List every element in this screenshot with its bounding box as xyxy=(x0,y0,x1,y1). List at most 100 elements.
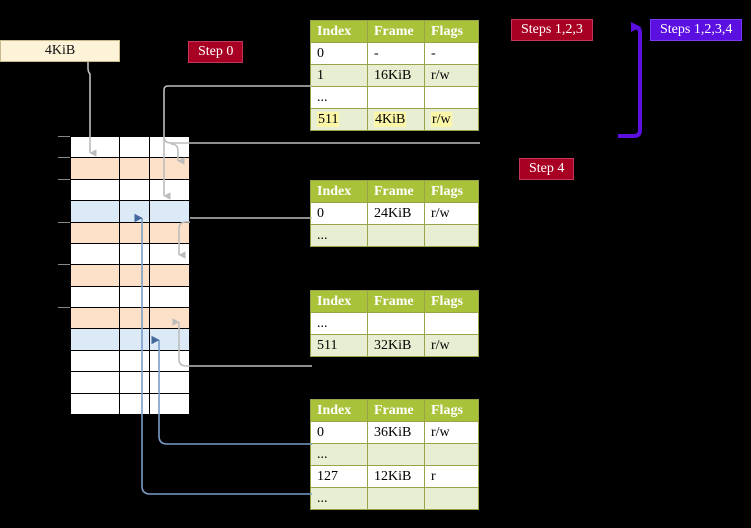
cell-flags: r xyxy=(424,465,479,488)
cell-flags xyxy=(424,443,479,466)
memory-grid-tick xyxy=(58,264,70,266)
badge-step-0-label: Step 0 xyxy=(198,44,234,59)
cell-index: ... xyxy=(310,224,368,247)
memory-frame-row xyxy=(70,178,190,202)
memory-frame-row xyxy=(70,307,190,330)
badge-steps-123: Steps 1,2,3 xyxy=(511,19,593,42)
cell-flags xyxy=(424,86,479,109)
cell-index: ... xyxy=(310,487,368,510)
table-row: ... xyxy=(310,312,479,335)
table-row: 511 4KiB r/w xyxy=(310,108,479,131)
highlighted-value: r/w xyxy=(431,111,452,127)
cell-flags: r/w xyxy=(424,202,479,225)
memory-grid-tick xyxy=(58,157,70,159)
table-row: 0-- xyxy=(310,42,479,65)
memory-size-label: 4KiB xyxy=(44,43,76,58)
cell-flags xyxy=(424,224,479,247)
cell-frame: 4KiB xyxy=(367,108,425,131)
cell-index: 511 xyxy=(310,334,368,357)
cell-index: 127 xyxy=(310,465,368,488)
column-header-flags: Flags xyxy=(424,20,479,43)
badge-step-0: Step 0 xyxy=(188,41,244,64)
cell-flags: r/w xyxy=(424,334,479,357)
memory-grid-tick xyxy=(58,136,70,137)
cell-frame xyxy=(367,487,425,510)
cell-index: 1 xyxy=(310,64,368,87)
cell-index: 511 xyxy=(310,108,368,131)
cell-frame xyxy=(367,443,425,466)
column-header-frame: Frame xyxy=(367,180,425,203)
memory-size-box: 4KiB xyxy=(0,40,120,62)
cell-index: ... xyxy=(310,312,368,335)
cell-index: 0 xyxy=(310,202,368,225)
memory-frame-row xyxy=(70,392,190,415)
column-header-index: Index xyxy=(310,20,368,43)
memory-frame-row xyxy=(70,221,190,244)
wire-pd-511-to-grid xyxy=(172,318,312,367)
memory-frame-row xyxy=(70,371,190,394)
cell-flags xyxy=(424,312,479,335)
memory-grid-tick xyxy=(58,221,70,223)
column-header-flags: Flags xyxy=(424,399,479,422)
badge-steps-1234: Steps 1,2,3,4 xyxy=(650,19,743,42)
cell-flags: r/w xyxy=(424,64,479,87)
table-row: ... xyxy=(310,487,479,510)
badge-step-4: Step 4 xyxy=(519,158,575,181)
column-header-flags: Flags xyxy=(424,180,479,203)
memory-grid-separator xyxy=(149,136,150,414)
table-row: ... xyxy=(310,86,479,109)
highlighted-value: 511 xyxy=(317,111,340,127)
cell-index: 0 xyxy=(310,421,368,444)
memory-frame-row xyxy=(70,242,190,266)
cell-frame xyxy=(367,224,425,247)
badge-step-4-label: Step 4 xyxy=(529,161,565,176)
cell-flags: - xyxy=(424,42,479,65)
column-header-frame: Frame xyxy=(367,20,425,43)
wire-purple-hook xyxy=(618,22,642,138)
cell-frame: 36KiB xyxy=(367,421,425,444)
cell-index: 0 xyxy=(310,42,368,65)
memory-grid-tick xyxy=(58,307,70,309)
badge-steps-123-label: Steps 1,2,3 xyxy=(521,22,583,37)
column-header-index: Index xyxy=(310,290,368,313)
physical-memory-grid xyxy=(70,136,190,415)
cell-flags xyxy=(424,487,479,510)
column-header-index: Index xyxy=(310,180,368,203)
cell-frame xyxy=(367,312,425,335)
cell-index: ... xyxy=(310,86,368,109)
memory-frame-row xyxy=(70,349,190,373)
memory-grid-separator xyxy=(119,136,120,414)
column-header-flags: Flags xyxy=(424,290,479,313)
memory-grid-tick xyxy=(58,178,70,180)
memory-frame-row xyxy=(70,136,190,159)
badge-steps-1234-label: Steps 1,2,3,4 xyxy=(660,22,733,37)
memory-frame-row xyxy=(70,157,190,180)
cell-index: ... xyxy=(310,443,368,466)
memory-frame-row xyxy=(70,285,190,309)
highlighted-value: 4KiB xyxy=(374,111,407,127)
cell-frame: 12KiB xyxy=(367,465,425,488)
table-row: ... xyxy=(310,224,479,247)
cell-flags: r/w xyxy=(424,108,479,131)
memory-frame-row xyxy=(70,200,190,223)
cell-frame: 24KiB xyxy=(367,202,425,225)
cell-frame xyxy=(367,86,425,109)
column-header-frame: Frame xyxy=(367,399,425,422)
memory-frame-row xyxy=(70,264,190,287)
cell-flags: r/w xyxy=(424,421,479,444)
column-header-frame: Frame xyxy=(367,290,425,313)
cell-frame: 16KiB xyxy=(367,64,425,87)
column-header-index: Index xyxy=(310,399,368,422)
